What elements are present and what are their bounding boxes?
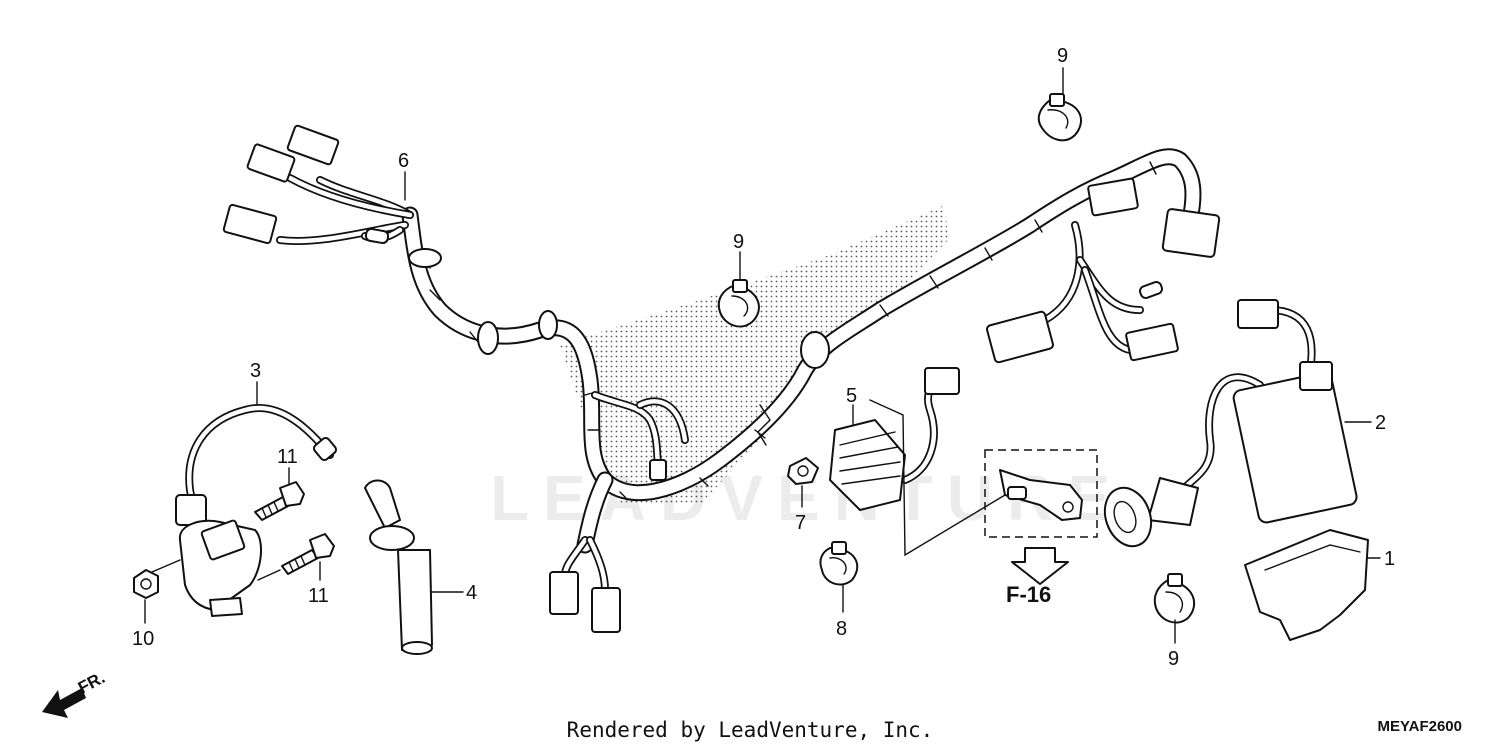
flange-nut-10 [133,569,159,599]
reference-line [869,399,1006,557]
callout-8: 8 [836,618,847,640]
callout-5: 5 [846,385,857,407]
flange-nut-7 [787,457,819,485]
callout-9-bottom: 9 [1168,648,1179,670]
diagram-code: MEYAF2600 [1377,718,1463,735]
callout-11-lower: 11 [308,585,329,607]
ignition-coil [144,404,338,617]
bracket-f16 [984,449,1098,538]
callout-10: 10 [132,628,154,650]
flange-bolt-11-lower [281,533,335,575]
band-clamp-9-mid [717,279,760,328]
callout-1: 1 [1384,548,1395,570]
band-clamp-9-top [1037,93,1082,142]
flange-bolt-11-upper [254,481,305,521]
f16-arrow [1011,547,1069,585]
band-clamp-8 [819,541,859,586]
callout-9-mid: 9 [733,231,744,253]
leader-lines [144,67,1381,644]
wire-harness [222,124,1221,633]
credit-line: Rendered by LeadVenture, Inc. [566,718,934,742]
front-arrow-icon [42,688,86,718]
spark-plug-cap [364,479,433,655]
callout-4: 4 [466,582,477,604]
regulator-rectifier [829,367,960,511]
callout-7: 7 [795,512,806,534]
protector [1244,529,1369,641]
callout-11-upper: 11 [277,446,298,468]
callout-2: 2 [1375,412,1386,434]
band-clamp-9-bottom [1153,573,1196,624]
callout-9-top: 9 [1057,45,1068,67]
callout-3: 3 [250,360,261,382]
ignition-module [1103,299,1358,548]
callout-6: 6 [398,150,409,172]
reference-f16: F-16 [1006,582,1051,607]
